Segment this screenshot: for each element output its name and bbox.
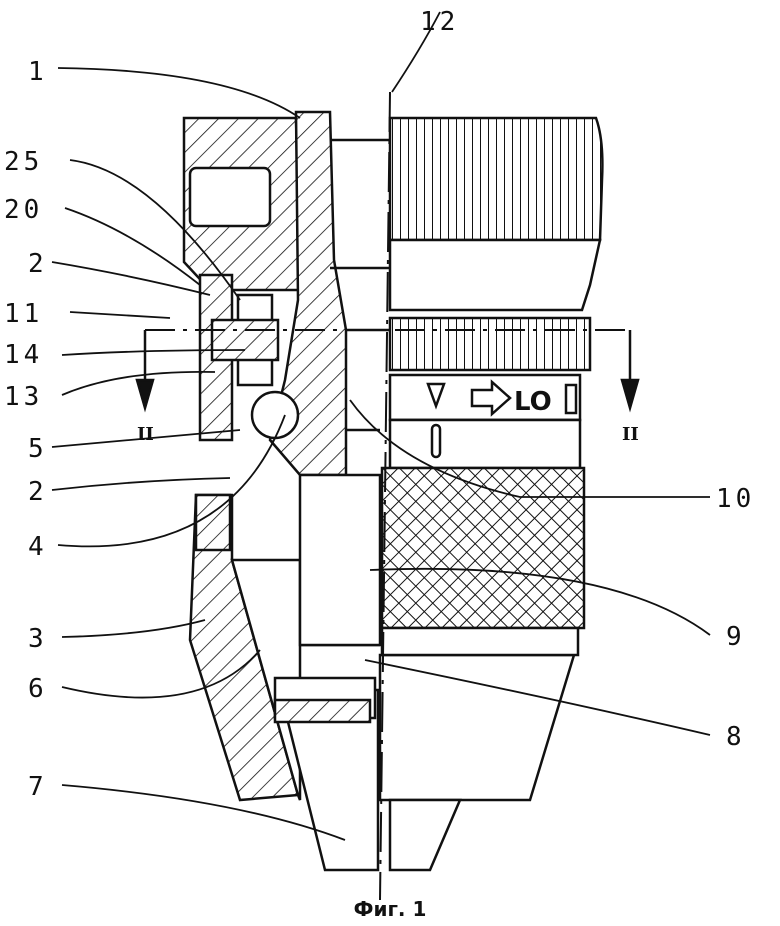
upper-knob — [388, 116, 604, 242]
label-9: 9 — [726, 622, 746, 652]
label-8: 8 — [726, 722, 746, 752]
pin-collar — [210, 318, 280, 362]
label-20: 20 — [4, 195, 43, 225]
diamond-knurl-sleeve — [380, 466, 586, 630]
section-label-right: II — [622, 424, 639, 445]
chuck-body — [182, 110, 604, 872]
label-13: 13 — [4, 382, 43, 412]
center-line — [379, 91, 391, 901]
label-5: 5 — [28, 434, 48, 464]
triangle-marker-icon — [426, 382, 446, 410]
cap-window — [188, 166, 272, 228]
jaw-right — [388, 798, 462, 872]
label-2-upper: 2 — [28, 249, 48, 279]
ball — [250, 390, 300, 440]
label-3: 3 — [28, 624, 48, 654]
label-2-lower: 2 — [28, 477, 48, 507]
label-7: 7 — [28, 772, 48, 802]
label-1: 1 — [28, 57, 48, 87]
section-arrow-left — [135, 330, 155, 413]
leader-lines — [51, 11, 711, 841]
label-12: 12 — [420, 7, 459, 37]
label-11: 11 — [4, 299, 43, 329]
ring-marking: LO — [514, 387, 552, 417]
label-10: 10 — [716, 484, 755, 514]
section-label-left: II — [137, 424, 154, 445]
arrow-right-icon — [470, 379, 512, 417]
label-4: 4 — [28, 532, 48, 562]
label-25: 25 — [4, 147, 43, 177]
label-14: 14 — [4, 340, 43, 370]
nose-cone — [378, 653, 576, 802]
label-6: 6 — [28, 674, 48, 704]
section-arrow-right — [620, 330, 640, 413]
knurled-ring — [388, 316, 592, 372]
indicator-slot — [430, 423, 442, 459]
figure-caption: Фиг. 1 — [353, 897, 427, 921]
